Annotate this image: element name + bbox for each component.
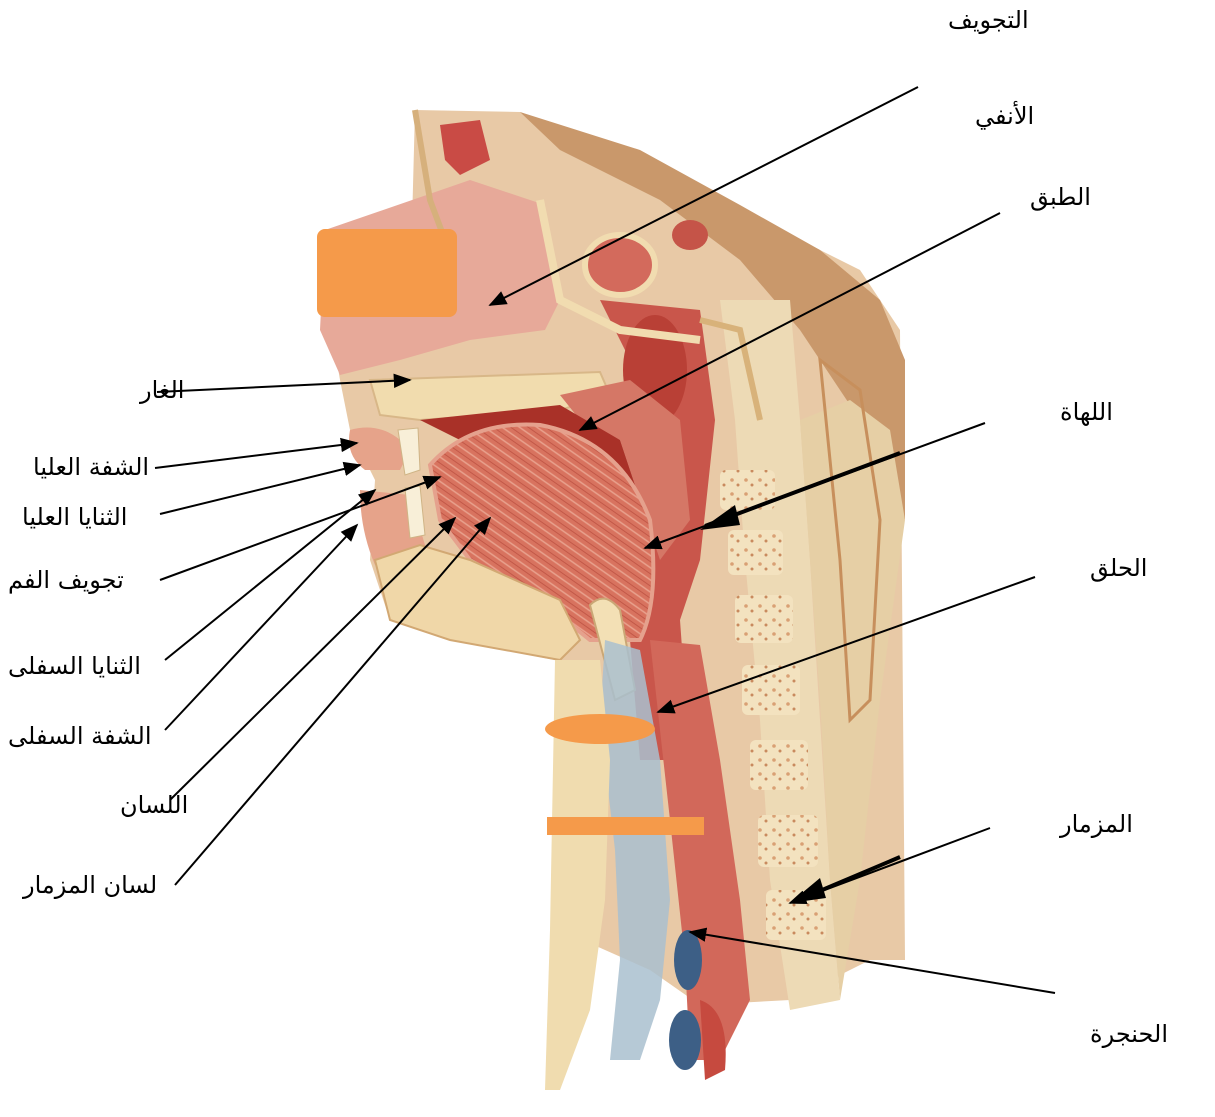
label-uvula: اللهاة [1060,400,1113,424]
arrow-epiglottis-tongue [175,518,490,885]
label-nasal-cavity-line1: التجويف [948,8,1029,32]
label-upper-lip: الشفة العليا [33,455,149,479]
mask-ellipse-pharynx [545,714,655,744]
label-lower-teeth: الثنايا السفلى [8,654,141,678]
arrow-upper-lip [155,443,357,468]
label-epiglottis-tongue: لسان المزمار [23,873,157,897]
label-hard-palate: الغار [140,378,184,402]
label-glottis: المزمار [1060,812,1133,836]
arrow-lower-teeth [165,490,375,660]
label-pharynx: الحلق [1090,556,1147,580]
mask-bar-larynx [547,817,704,835]
arrow-upper-teeth [160,465,360,514]
label-oral-cavity: تجويف الفم [8,568,124,592]
thyroid-cartilage [674,930,702,990]
label-upper-teeth: الثنايا العليا [22,505,127,529]
sphenoid-sinus [585,235,655,295]
label-soft-palate: الطبق [1030,185,1091,209]
label-larynx: الحنجرة [1090,1022,1168,1046]
mask-rectangle-nasal [317,229,457,317]
label-nasal-cavity-line2: الأنفي [975,104,1034,128]
label-lower-lip: الشفة السفلى [8,724,152,748]
label-tongue: اللسان [120,793,188,817]
arrow-lower-lip [165,525,357,730]
